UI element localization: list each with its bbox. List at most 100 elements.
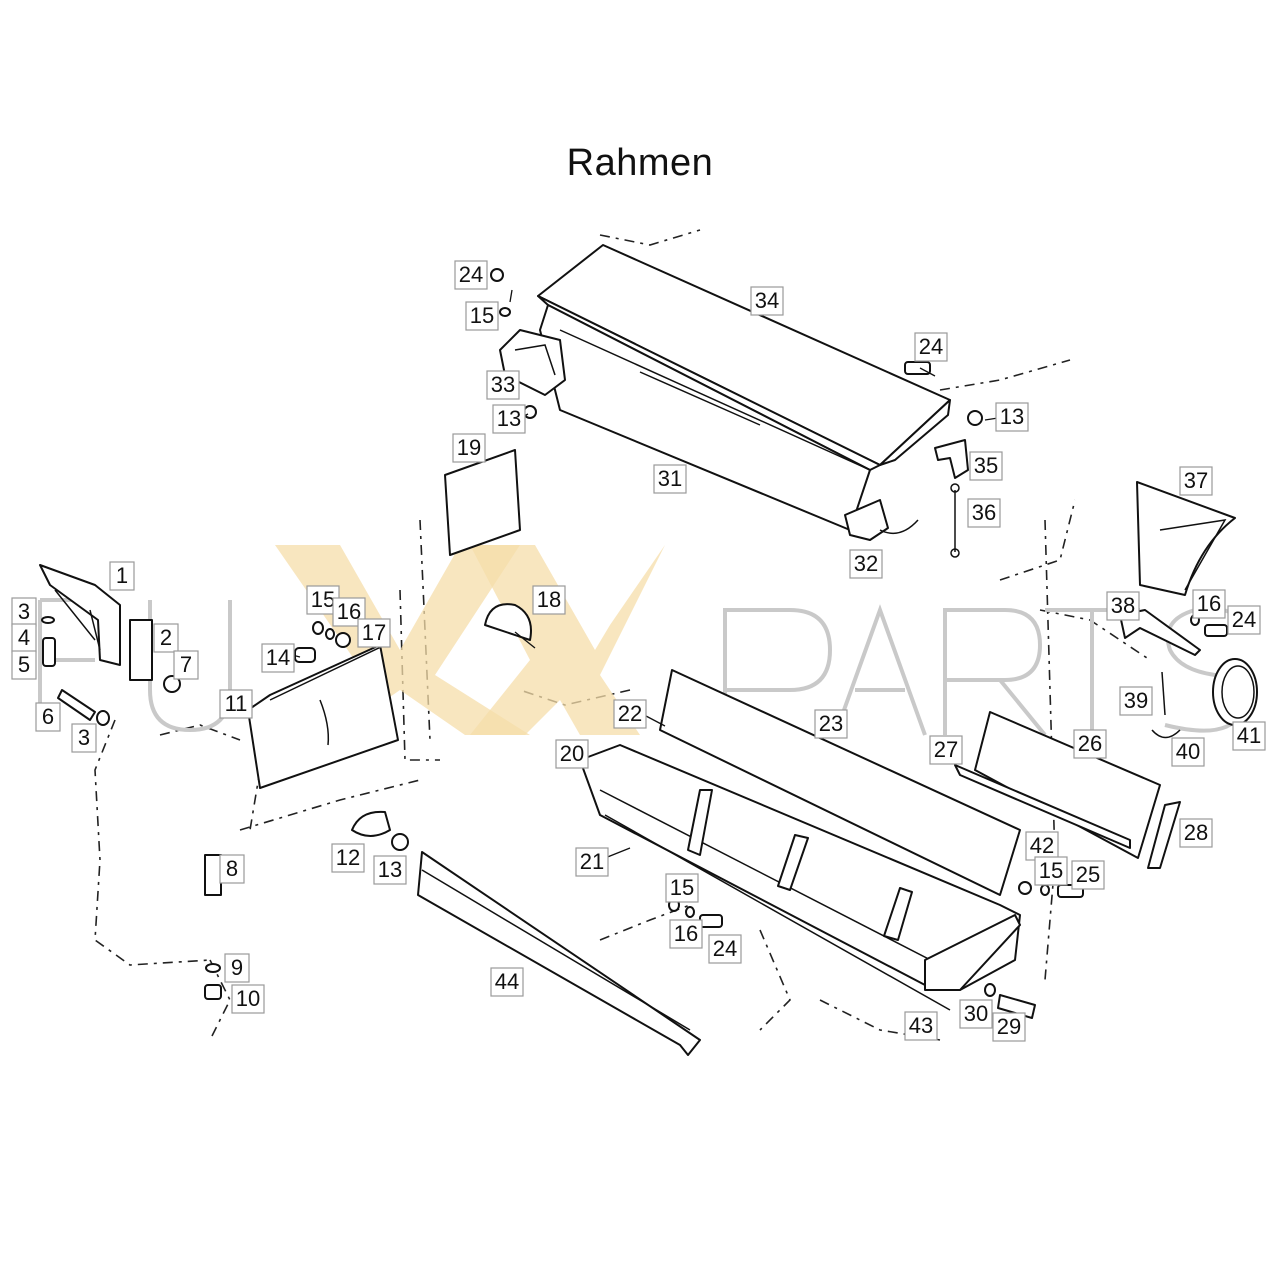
part-number-callout: 10 [231, 984, 265, 1014]
part-number-callout: 13 [995, 402, 1029, 432]
callout-label: 10 [236, 986, 260, 1011]
callout-label: 1 [116, 563, 128, 588]
callout-box [454, 260, 488, 290]
callout-label: 4 [18, 625, 30, 650]
callout-label: 39 [1124, 688, 1148, 713]
callout-label: 2 [160, 625, 172, 650]
callout-label: 21 [580, 849, 604, 874]
callout-box [1232, 721, 1266, 751]
callout-box [1179, 818, 1213, 848]
callout-box [914, 332, 948, 362]
part-number-callout: 22 [613, 699, 647, 729]
callout-box [331, 843, 365, 873]
callout-label: 29 [997, 1014, 1021, 1039]
callout-box [490, 967, 524, 997]
callout-box [959, 999, 993, 1029]
callout-box [708, 934, 742, 964]
callout-box [109, 561, 135, 591]
callout-box [173, 650, 199, 680]
lower-plate-part-44 [417, 851, 701, 1056]
part-number-callout: 37 [1179, 466, 1213, 496]
callout-box [219, 689, 253, 719]
part-number-callout: 32 [849, 549, 883, 579]
callout-box [992, 1012, 1026, 1042]
callout-label: 8 [226, 856, 238, 881]
callout-box [1227, 605, 1261, 635]
callout-box [1192, 589, 1226, 619]
callout-label: 42 [1030, 833, 1054, 858]
callout-label: 38 [1111, 593, 1135, 618]
part-number-callout: 19 [452, 433, 486, 463]
part-number-callout: 21 [575, 847, 609, 877]
callout-box [1073, 729, 1107, 759]
callout-label: 16 [337, 599, 361, 624]
callout-label: 15 [1039, 858, 1063, 883]
part-number-callout: 3 [11, 597, 37, 627]
part-number-callout: 17 [357, 618, 391, 648]
cover-part-18 [484, 603, 536, 649]
callout-label: 31 [658, 466, 682, 491]
callout-box [1034, 856, 1068, 886]
callout-box [653, 464, 687, 494]
callout-label: 12 [336, 845, 360, 870]
part-number-callout: 15 [665, 873, 699, 903]
callout-box [452, 433, 486, 463]
part-number-callout: 1 [109, 561, 135, 591]
fasteners-panel [294, 621, 351, 663]
callout-box [575, 847, 609, 877]
callout-box [555, 739, 589, 769]
part-number-callout: 15 [465, 301, 499, 331]
callout-label: 26 [1078, 731, 1102, 756]
part-number-callout: 44 [490, 967, 524, 997]
callout-label: 3 [18, 599, 30, 624]
callout-label: 40 [1176, 739, 1200, 764]
diagram-title: Rahmen [566, 142, 714, 184]
callout-label: 17 [362, 620, 386, 645]
callout-box [357, 618, 391, 648]
callout-label: 5 [18, 652, 30, 677]
callout-box [1106, 591, 1140, 621]
callout-box [11, 650, 37, 680]
washer-bolt-16-24 [1190, 614, 1228, 637]
callout-box [532, 585, 566, 615]
callout-box [1179, 466, 1213, 496]
callout-box [969, 451, 1003, 481]
callout-label: 15 [470, 303, 494, 328]
part-number-callout: 24 [1227, 605, 1261, 635]
part-number-callout: 9 [224, 953, 250, 983]
plate-part-2 [129, 619, 153, 681]
callout-box [814, 709, 848, 739]
callout-label: 35 [974, 453, 998, 478]
callout-box [153, 623, 179, 653]
callout-label: 24 [713, 936, 737, 961]
callout-label: 34 [755, 288, 779, 313]
callout-label: 36 [972, 500, 996, 525]
part-number-callout: 14 [261, 643, 295, 673]
strip-part-28 [1147, 801, 1181, 869]
callout-label: 3 [78, 725, 90, 750]
part-number-callout: 39 [1119, 686, 1153, 716]
callout-box [219, 854, 245, 884]
callout-label: 20 [560, 741, 584, 766]
part-number-callout: 27 [929, 735, 963, 765]
part-number-callout: 40 [1171, 737, 1205, 767]
part-number-callout: 11 [219, 689, 253, 719]
callout-label: 24 [919, 334, 943, 359]
callout-label: 7 [180, 652, 192, 677]
callout-box [669, 919, 703, 949]
callout-box [967, 498, 1001, 528]
part-number-callout: 20 [555, 739, 589, 769]
part-number-callout: 18 [532, 585, 566, 615]
callout-label: 13 [1000, 404, 1024, 429]
spring-part-36 [950, 483, 960, 558]
callout-label: 37 [1184, 468, 1208, 493]
callout-label: 14 [266, 645, 290, 670]
callout-box [665, 873, 699, 903]
part-number-callout: 24 [914, 332, 948, 362]
part-number-callout: 43 [904, 1011, 938, 1041]
part-number-callout: 12 [331, 843, 365, 873]
callout-label: 30 [964, 1001, 988, 1026]
callout-box [995, 402, 1029, 432]
part-number-callout: 13 [492, 404, 526, 434]
